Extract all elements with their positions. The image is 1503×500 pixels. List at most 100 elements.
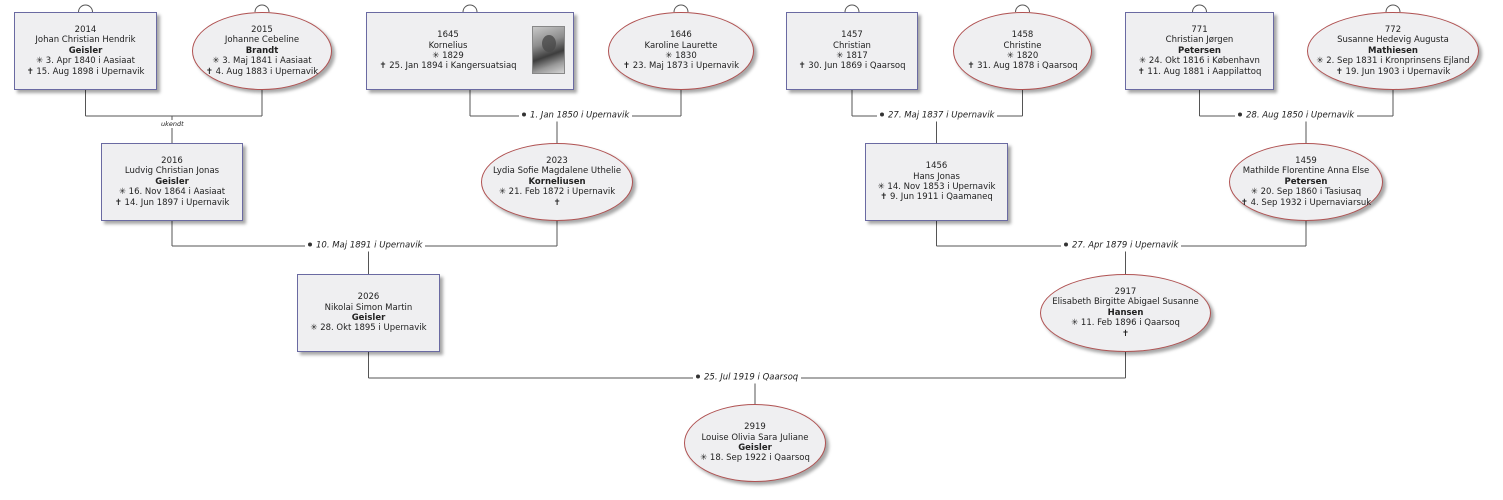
birth-date: ✳ 2. Sep 1831 i Kronprinsens Ejland — [1316, 56, 1469, 66]
person-id: 1456 — [925, 161, 948, 172]
death-date: ✝ 23. Maj 1873 i Upernavik — [623, 61, 739, 71]
birth-date-text: 16. Nov 1864 i Aasiaat — [125, 187, 226, 198]
marriage-text: 1. Jan 1850 i Upernavik — [530, 110, 630, 121]
person-given-names: Louise Olivia Sara Juliane — [701, 432, 809, 443]
death-date-text: 4. Sep 1932 i Upernaviarsuk — [1247, 197, 1372, 208]
person-id: 2919 — [744, 422, 766, 433]
person-id: 2016 — [161, 155, 183, 166]
person-surname: Brandt — [245, 45, 279, 56]
person-id: 2917 — [1114, 286, 1137, 297]
birth-icon: ✳ — [118, 187, 126, 198]
birth-date-text: 28. Okt 1895 i Upernavik — [317, 323, 427, 334]
expand-ancestors-handle[interactable] — [254, 4, 270, 13]
birth-icon: ✳ — [1071, 318, 1079, 329]
person-given-names: Christian Jørgen — [1165, 35, 1234, 46]
marriage-text: 27. Apr 1879 i Upernavik — [1072, 240, 1179, 251]
birth-date: ✳ 16. Nov 1864 i Aasiaat — [115, 187, 230, 197]
birth-date: ✳ 11. Feb 1896 i Qaarsoq — [1052, 318, 1199, 328]
marriage-m1-label[interactable]: ukendt — [159, 120, 186, 128]
death-date: ✝ 31. Aug 1878 i Qaarsoq — [967, 61, 1077, 71]
birth-date-text: 1830 — [672, 51, 697, 61]
marriage-dot-icon — [522, 112, 526, 116]
person-surname: Geisler — [155, 176, 189, 187]
death-icon: ✝ — [114, 197, 122, 208]
birth-date-text: 11. Feb 1896 i Qaarsoq — [1078, 318, 1180, 329]
birth-date: ✳ 28. Okt 1895 i Upernavik — [310, 323, 426, 333]
birth-icon: ✳ — [212, 56, 220, 67]
death-icon: ✝ — [1240, 197, 1248, 208]
marriage-m3-label[interactable]: 27. Maj 1837 i Upernavik — [877, 110, 998, 122]
person-id: 1645 — [437, 30, 459, 41]
death-date: ✝ — [1052, 329, 1199, 339]
person-id: 1457 — [841, 30, 863, 41]
birth-icon: ✳ — [432, 51, 440, 61]
birth-date: ✳ 3. Apr 1840 i Aasiaat — [27, 56, 145, 66]
expand-ancestors-handle[interactable] — [844, 4, 860, 13]
expand-ancestors-handle[interactable] — [1192, 4, 1207, 13]
death-date: ✝ 4. Sep 1932 i Upernaviarsuk — [1241, 198, 1371, 208]
expand-ancestors-handle[interactable] — [1385, 4, 1401, 13]
death-icon: ✝ — [26, 66, 34, 77]
expand-ancestors-handle[interactable] — [673, 4, 689, 13]
death-date-text: 14. Jun 1897 i Upernavik — [121, 197, 230, 208]
expand-ancestors-handle[interactable] — [1015, 4, 1030, 13]
birth-icon: ✳ — [700, 453, 708, 464]
expand-ancestors-handle[interactable] — [78, 4, 93, 13]
person-given-names: Johanne Cebeline — [224, 35, 300, 46]
death-date-text: 11. Aug 1881 i Aappilattoq — [1144, 66, 1262, 77]
birth-icon: ✳ — [310, 323, 318, 334]
marriage-dot-icon — [1064, 242, 1068, 246]
marriage-text: 10. Maj 1891 i Upernavik — [316, 240, 423, 251]
birth-icon: ✳ — [836, 51, 844, 61]
person-given-names: Elisabeth Birgitte Abigael Susanne — [1052, 297, 1199, 308]
death-date: ✝ 15. Aug 1898 i Upernavik — [27, 67, 145, 77]
birth-date-text: 2. Sep 1831 i Kronprinsens Ejland — [1323, 56, 1470, 67]
birth-date: ✳ 1820 — [967, 51, 1077, 61]
person-given-names: Kornelius — [428, 40, 468, 51]
marriage-m5-label[interactable]: 10. Maj 1891 i Upernavik — [305, 240, 426, 252]
marriage-text: ukendt — [161, 120, 184, 128]
death-date: ✝ 30. Jun 1869 i Qaarsoq — [798, 61, 905, 71]
death-icon: ✝ — [1335, 66, 1343, 77]
birth-date-text: 1829 — [439, 51, 464, 61]
expand-ancestors-handle[interactable] — [462, 4, 478, 13]
marriage-m4-label[interactable]: 28. Aug 1850 i Upernavik — [1235, 110, 1358, 122]
death-icon: ✝ — [622, 61, 631, 72]
person-id: 2023 — [546, 155, 568, 166]
birth-icon: ✳ — [1006, 51, 1014, 61]
person-id: 1458 — [1011, 30, 1034, 41]
person-photo[interactable] — [532, 26, 565, 74]
marriage-text: 27. Maj 1837 i Upernavik — [888, 110, 995, 121]
birth-date: ✳ 18. Sep 1922 i Qaarsoq — [700, 453, 810, 463]
person-surname: Geisler — [68, 45, 103, 56]
marriage-dot-icon — [696, 374, 700, 378]
marriage-m7-label[interactable]: 25. Jul 1919 i Qaarsoq — [693, 372, 802, 384]
birth-date-text: 24. Okt 1816 i København — [1146, 56, 1260, 67]
birth-date: ✳ 1817 — [798, 51, 905, 61]
death-date: ✝ — [493, 198, 621, 208]
marriage-m6-label[interactable]: 27. Apr 1879 i Upernavik — [1061, 240, 1182, 252]
person-id: 772 — [1384, 24, 1402, 35]
person-id: 2026 — [357, 292, 380, 303]
person-surname: Geisler — [351, 313, 386, 323]
death-icon: ✝ — [1137, 66, 1145, 77]
marriage-dot-icon — [880, 112, 884, 116]
birth-date: ✳ 1830 — [623, 51, 739, 61]
death-icon: ✝ — [798, 61, 806, 72]
marriage-m2-label[interactable]: 1. Jan 1850 i Upernavik — [519, 110, 633, 122]
